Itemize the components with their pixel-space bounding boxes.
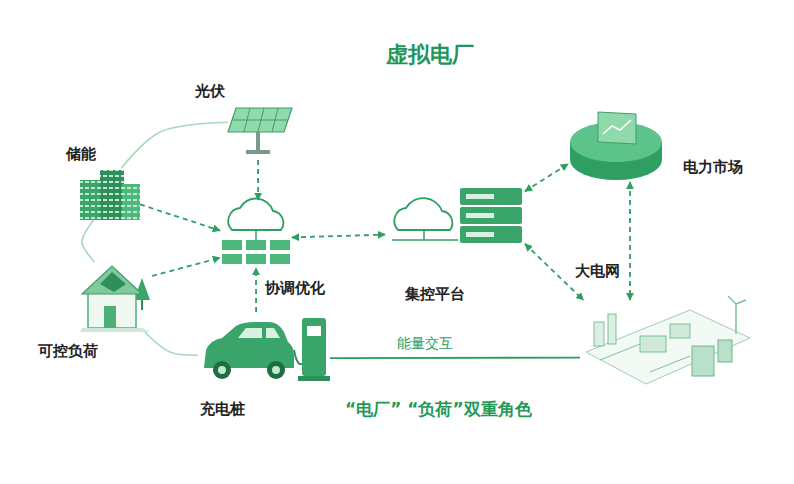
power-grid-icon-part [692, 346, 714, 376]
storage-building-icon-part [100, 170, 124, 220]
car-charger-icon-part [307, 326, 321, 336]
solar-panel-icon-part [258, 108, 264, 132]
storage-building-icon-part [80, 180, 102, 220]
house-icon-part [141, 300, 143, 310]
car-charger-icon-part [213, 361, 231, 379]
flow-connector [525, 244, 583, 300]
flow-connector [255, 268, 257, 312]
power-grid-icon-part [650, 356, 690, 372]
node-label: 集控平台 [405, 285, 465, 303]
cloud-server-icon-part [270, 240, 290, 250]
icon-node: 电力市场 [568, 110, 664, 182]
solar-panel-icon-part [232, 120, 288, 121]
car-charger-icon-part [267, 361, 285, 379]
solar-panel-icon [228, 108, 292, 154]
platform-server-icon-part [466, 194, 494, 199]
icon-node: 可控负荷 [80, 262, 152, 332]
cloud-server-icon [222, 199, 290, 264]
storage-building-icon-part [100, 170, 124, 220]
house-icon-part [80, 328, 150, 332]
power-grid-icon-part [600, 344, 640, 360]
solar-panel-icon-part [228, 108, 292, 132]
power-grid-icon-part [736, 300, 746, 304]
cloud-server-icon-part [228, 199, 283, 230]
platform-server-icon-part [394, 198, 452, 230]
platform-server-icon-part [423, 230, 425, 240]
node-label: 协调优化 [265, 279, 325, 297]
storage-building-icon-part [122, 184, 140, 220]
platform-server-icon [392, 188, 522, 243]
icon-node: 协调优化 [220, 200, 292, 268]
flow-connector [152, 258, 220, 276]
ring-connector [82, 220, 94, 262]
ring-connector [121, 122, 228, 168]
cloud-server-icon-part [246, 240, 266, 250]
icon-node: 光伏 [228, 106, 292, 160]
icon-node: 集控平台 [385, 185, 525, 247]
house-icon-part [82, 266, 142, 294]
power-grid-icon [586, 296, 750, 384]
flow-connector [525, 164, 568, 191]
power-grid-icon-part [718, 340, 732, 362]
house-icon-part [100, 272, 126, 292]
power-grid-icon-part [608, 314, 616, 344]
flow-connector [140, 204, 220, 230]
flow-connector [292, 235, 385, 238]
platform-server-icon-part [466, 213, 494, 218]
house-icon [80, 266, 150, 332]
platform-server-icon-part [460, 207, 522, 224]
ring-connector [145, 332, 198, 355]
car-charger-icon-part [218, 366, 226, 374]
solar-panel-icon-part [256, 132, 260, 150]
car-charger-icon-part [238, 328, 280, 338]
power-grid-icon-part [594, 322, 604, 346]
node-label: 储能 [66, 145, 96, 163]
diagram-title: 虚拟电厂 [386, 40, 474, 70]
solar-panel-icon-part [246, 150, 270, 154]
power-grid-icon-part [586, 310, 750, 384]
power-grid-icon-part [670, 324, 690, 338]
car-charger-icon-part [204, 322, 294, 368]
icon-node: 大电网 [580, 300, 750, 390]
cloud-server-icon-part [246, 254, 266, 264]
flow-connector [330, 357, 580, 359]
node-label: 大电网 [575, 262, 620, 280]
node-label: 电力市场 [683, 158, 743, 176]
icon-node: 储能 [78, 168, 140, 220]
cloud-server-icon-part [222, 254, 242, 264]
solar-panel-icon-part [272, 108, 278, 132]
platform-server-icon-part [466, 232, 494, 237]
platform-server-icon-part [392, 239, 458, 241]
market-disk-icon [570, 112, 662, 180]
car-charger-icon-part [302, 318, 326, 376]
storage-building-icon-part [122, 184, 140, 220]
platform-server-icon-part [460, 188, 522, 205]
cloud-server-icon-part [255, 230, 257, 240]
car-charger-icon-part [298, 376, 330, 381]
platform-server-icon-part [460, 226, 522, 243]
node-label: 可控负荷 [38, 342, 98, 360]
market-disk-icon-part [603, 120, 631, 134]
solar-panel-icon-part [244, 108, 250, 132]
power-grid-icon-part [735, 304, 737, 334]
node-label: 光伏 [195, 82, 225, 100]
house-icon-part [88, 292, 136, 328]
node-label: 充电桩 [200, 400, 245, 418]
edge-label: 能量交互 [394, 335, 456, 353]
flow-connector [629, 182, 631, 300]
market-disk-icon-part [598, 112, 636, 144]
car-charger-icon [204, 318, 330, 381]
icon-node: 充电桩 [198, 312, 330, 384]
house-icon-part [104, 306, 116, 328]
cloud-server-icon-part [222, 240, 242, 250]
flow-connector [257, 160, 259, 200]
storage-building-icon-part [80, 180, 102, 220]
cloud-server-icon-part [270, 254, 290, 264]
power-grid-icon-part [640, 336, 666, 352]
power-grid-icon-part [728, 296, 736, 304]
storage-building-icon [80, 170, 140, 220]
car-charger-icon-part [272, 366, 280, 374]
note-label: “电厂” “负荷”双重角色 [345, 398, 532, 421]
